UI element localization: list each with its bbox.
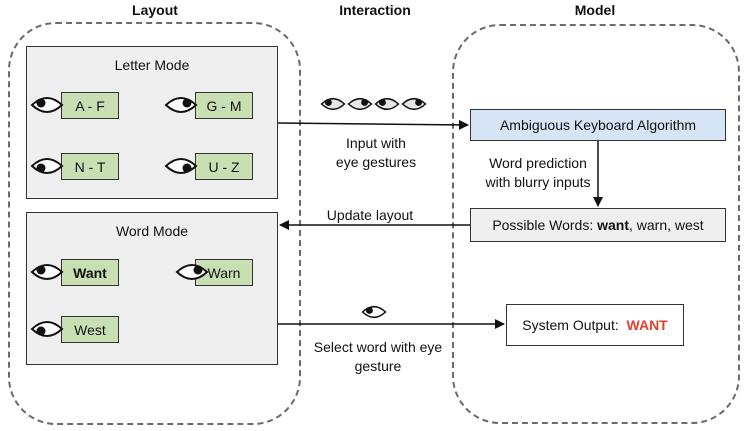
- word-key-west[interactable]: West: [61, 316, 119, 343]
- column-title-layout: Layout: [132, 2, 178, 18]
- eye-icon: [320, 97, 346, 111]
- word-key-warn[interactable]: Warn: [195, 259, 253, 286]
- eye-icon: [164, 158, 198, 174]
- system-output-value: WANT: [626, 317, 668, 333]
- possible-words-box: Possible Words: want, warn, west: [470, 208, 726, 242]
- eye-icon: [347, 97, 373, 111]
- prediction-label: Word prediction with blurry inputs: [485, 155, 591, 190]
- arrow-input-to-algorithm: [277, 119, 469, 130]
- eye-icon: [164, 97, 198, 113]
- possible-words-top: want: [597, 217, 629, 233]
- letter-mode-title: Letter Mode: [114, 57, 190, 73]
- update-layout-label: Update layout: [326, 207, 414, 223]
- eye-icon: [401, 97, 427, 111]
- column-title-model: Model: [574, 2, 616, 18]
- select-label: Select word with eye gesture: [313, 339, 443, 374]
- letter-key-g-m[interactable]: G - M: [195, 92, 253, 119]
- system-output-prefix: System Output:: [522, 317, 627, 333]
- column-title-interaction: Interaction: [339, 2, 411, 18]
- eye-icon: [175, 264, 209, 280]
- word-mode-title: Word Mode: [115, 223, 189, 239]
- eye-icon: [361, 305, 387, 319]
- input-label: Input with eye gestures: [335, 135, 417, 170]
- layout-region: [8, 22, 301, 425]
- algorithm-box: Ambiguous Keyboard Algorithm: [470, 109, 726, 141]
- eye-icon: [30, 264, 64, 280]
- eye-icon: [30, 321, 64, 337]
- system-output-box: System Output: WANT: [506, 304, 684, 346]
- word-key-want[interactable]: Want: [61, 259, 119, 286]
- possible-words-rest: , warn, west: [628, 217, 704, 233]
- eye-icon: [374, 97, 400, 111]
- letter-key-a-f[interactable]: A - F: [61, 92, 119, 119]
- letter-key-n-t[interactable]: N - T: [61, 153, 119, 180]
- eye-icon: [30, 97, 64, 113]
- model-region: [452, 24, 740, 424]
- eye-icon: [30, 158, 64, 174]
- letter-key-u-z[interactable]: U - Z: [195, 153, 253, 180]
- possible-words-prefix: Possible Words:: [492, 217, 598, 233]
